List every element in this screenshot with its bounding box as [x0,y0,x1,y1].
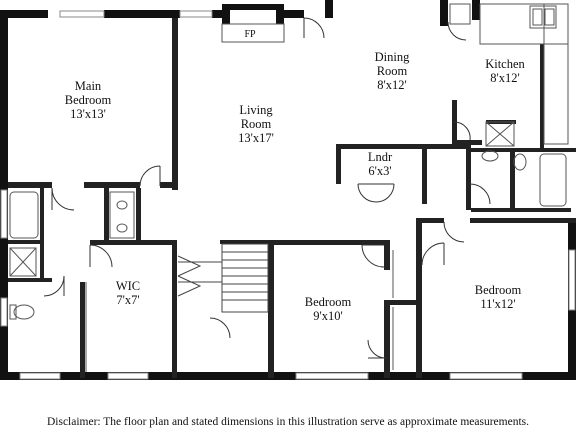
living-room-dim: 13'x17' [238,131,274,145]
vanity [109,191,135,239]
sink [116,223,128,233]
main-bedroom-dim: 13'x13' [70,107,106,121]
door-arc [443,221,465,243]
main-bedroom-name-1: Main [75,79,102,93]
stairs [177,243,269,313]
door-arc [453,121,471,141]
door-arc [375,183,395,203]
fixtures [9,3,569,372]
room-labels: Main Bedroom 13'x13' Living Room 13'x17'… [65,29,526,323]
wic-dim: 7'x7' [116,293,139,307]
fireplace [221,23,285,43]
counter [479,3,569,45]
doors [43,17,491,359]
bedroom-3-name: Bedroom [475,283,522,297]
living-room-name-1: Living [239,103,273,117]
door-arc [209,317,231,339]
door-arc [357,183,377,203]
bedroom-2-dim: 9'x10' [313,309,343,323]
bedroom-3-dim: 11'x12' [480,297,515,311]
floor-plan: Main Bedroom 13'x13' Living Room 13'x17'… [0,0,576,380]
disclaimer-text: Disclaimer: The floor plan and stated di… [46,416,530,428]
dining-room-name-1: Dining [375,50,410,64]
main-bedroom-name-2: Bedroom [65,93,112,107]
laundry-dim: 6'x3' [368,164,391,178]
sink [116,200,128,210]
bedroom-2-name: Bedroom [305,295,352,309]
door-arc [469,183,491,205]
interior-walls [8,18,576,378]
kitchen-dim: 8'x12' [490,71,520,85]
door-arc [303,17,325,39]
bathtub-hall [539,153,567,207]
door-arc [421,242,445,266]
dining-room-name-2: Room [377,64,408,78]
shower [9,247,37,277]
windows [0,10,576,380]
door-arc [367,339,387,359]
door-arc [51,187,75,211]
living-room-name-2: Room [241,117,272,131]
door-arc [139,165,161,187]
door-arc [447,21,467,41]
wic-name: WIC [116,279,140,293]
toilet [13,304,35,320]
fireplace-label: FP [244,29,256,40]
kitchen-name: Kitchen [485,57,525,71]
bathtub [9,191,39,239]
toilet-hall [513,153,527,171]
range [485,121,515,147]
sink-hall [481,150,499,162]
kitchen-sink [529,5,557,29]
laundry-name: Lndr [368,150,393,164]
door-arc [361,244,385,268]
dining-room-dim: 8'x12' [377,78,407,92]
door-arc [89,244,113,268]
